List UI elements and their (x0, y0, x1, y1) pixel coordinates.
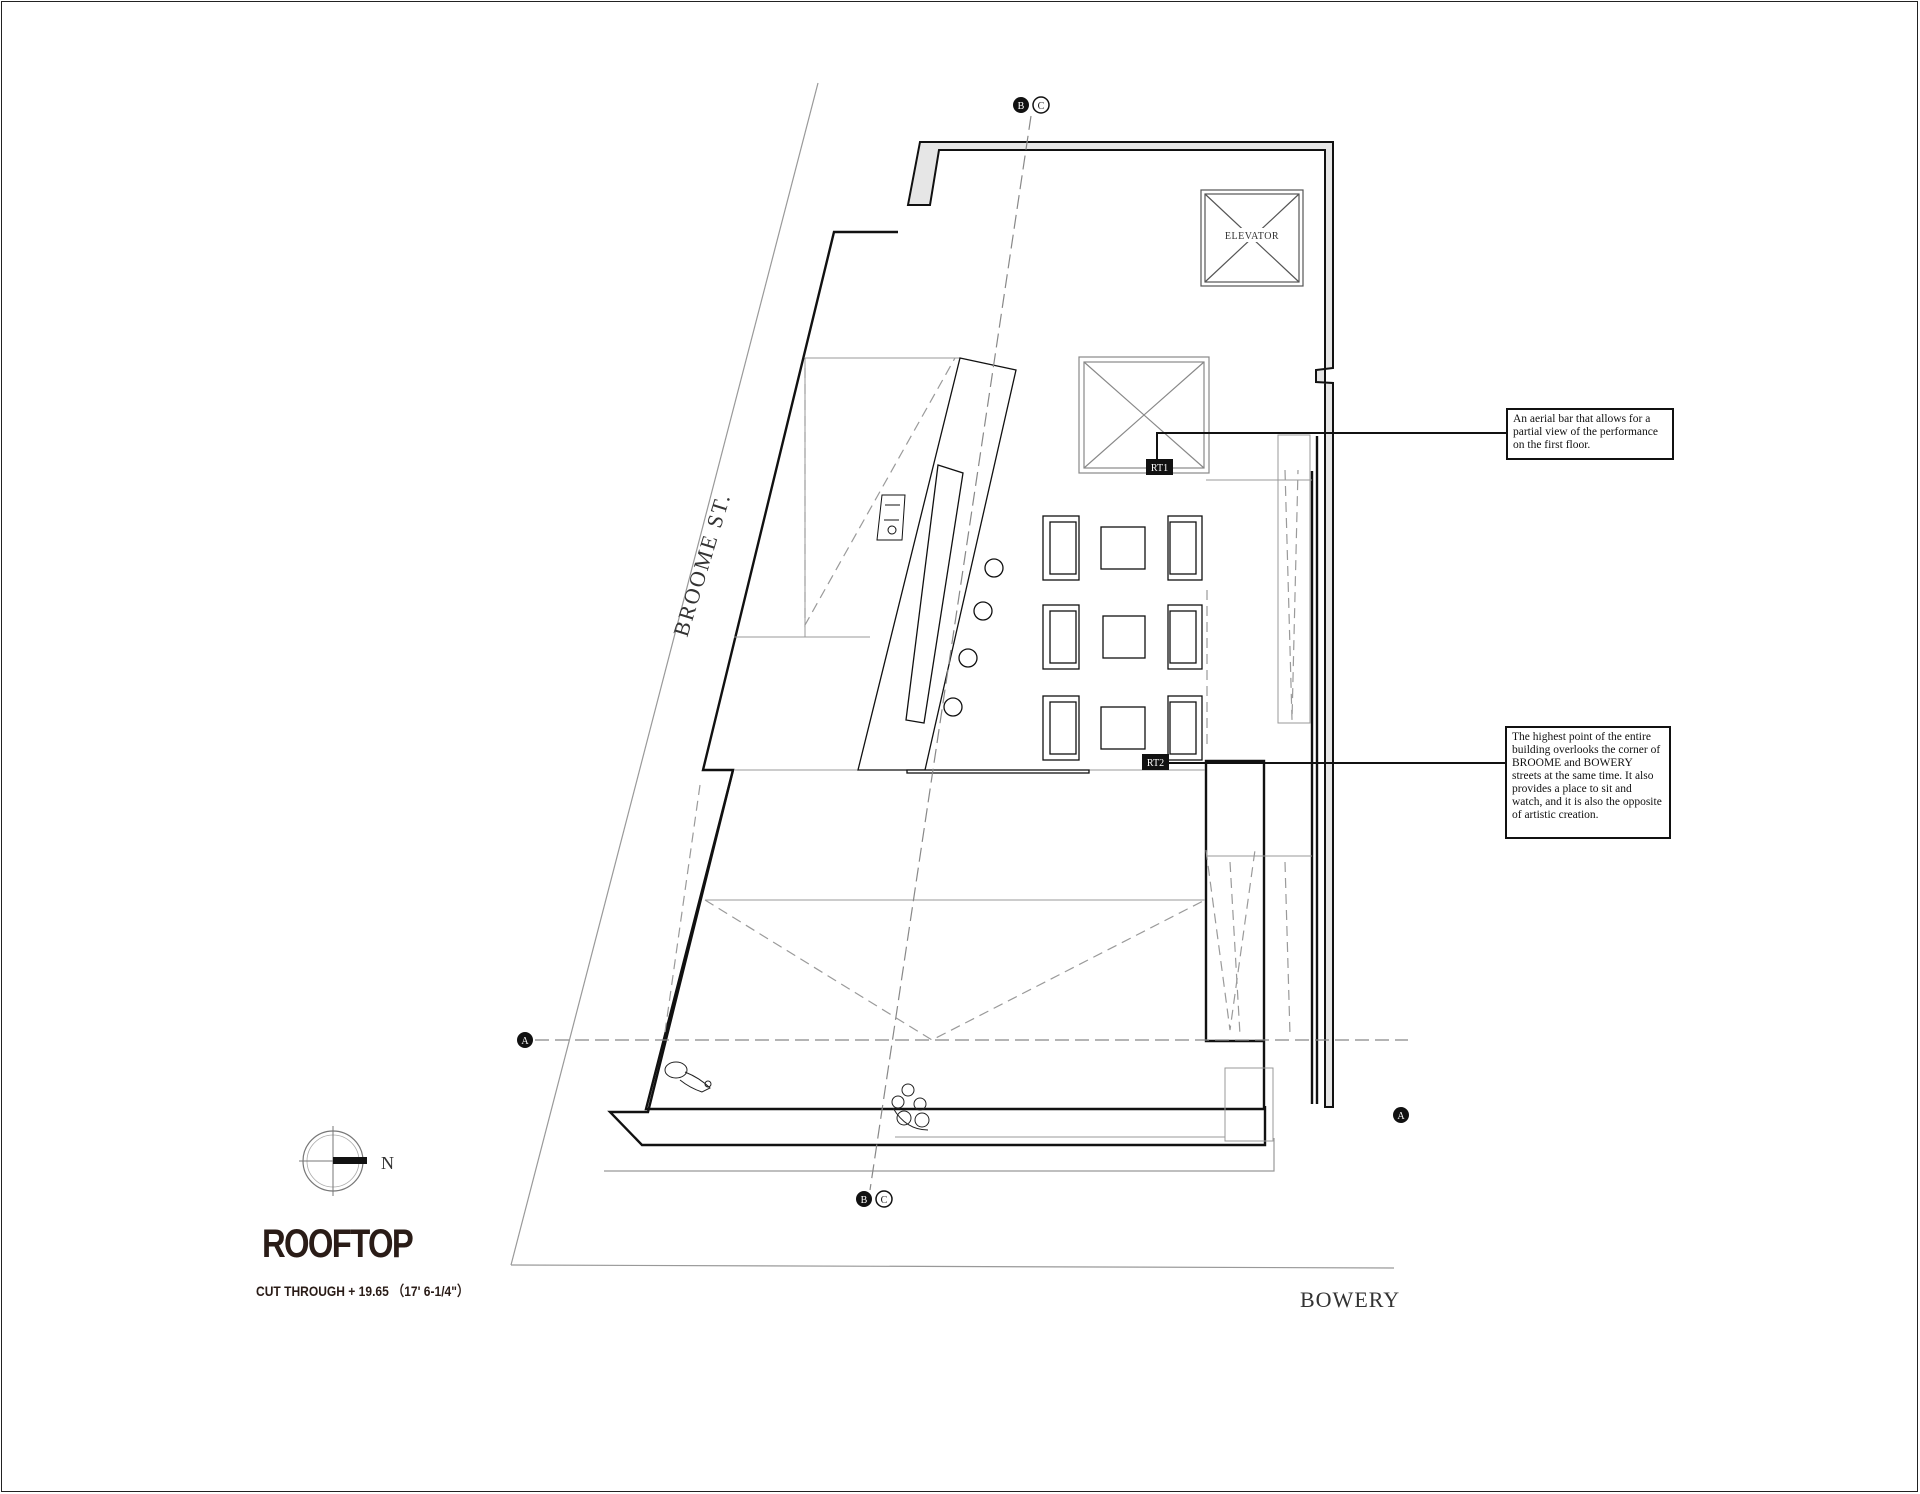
street-label-bowery: BOWERY (1300, 1287, 1401, 1312)
svg-text:RT1: RT1 (1151, 463, 1168, 474)
section-line-bc (869, 115, 1032, 1191)
north-compass: N (299, 1126, 394, 1196)
leader-rt1 (1156, 432, 1506, 460)
tag-rt2: RT2 (1142, 754, 1169, 770)
svg-text:N: N (381, 1153, 394, 1173)
drawing-subtitle: CUT THROUGH + 19.65 （17' 6-1/4"） (256, 1283, 469, 1299)
bar-top (905, 464, 964, 724)
drawing-title: ROOFTOP (262, 1222, 414, 1266)
coffee-table (1100, 706, 1146, 750)
sofa-east-1 (1167, 515, 1203, 581)
bowery-street-line (510, 1264, 1395, 1269)
north-arrow-icon (333, 1157, 367, 1164)
section-marker-bc-north: B C (1013, 96, 1050, 114)
skylight (1078, 356, 1210, 474)
note-rt2: The highest point of the entire building… (1505, 726, 1671, 839)
west-outline (607, 230, 1267, 1147)
broome-street-line (510, 82, 819, 1266)
section-marker-a-east: A (1393, 1107, 1409, 1123)
site-boundary (510, 82, 1395, 1269)
coffee-table (1100, 526, 1146, 570)
svg-text:B: B (1018, 101, 1025, 112)
section-lines (535, 115, 1408, 1191)
leader-lines (1156, 432, 1506, 764)
section-marker-a-west: A (517, 1032, 533, 1048)
building-outline (607, 230, 1319, 1147)
tag-rt1: RT1 (1146, 459, 1173, 475)
sofa-west-3 (1042, 695, 1080, 761)
person-group (891, 1083, 930, 1131)
lower-platform (644, 759, 1266, 1111)
roof-fold-lines (664, 357, 1299, 1041)
interior-lines (705, 357, 1312, 1142)
person-seated (664, 1061, 712, 1093)
svg-text:C: C (881, 1195, 888, 1206)
east-wall (906, 141, 1334, 1108)
svg-text:RT2: RT2 (1147, 758, 1164, 769)
elevator-label: ELEVATOR (1225, 231, 1279, 242)
elevator: ELEVATOR (1200, 189, 1304, 287)
coffee-table (1102, 615, 1146, 659)
sofa-east-3 (1167, 695, 1203, 761)
svg-text:A: A (521, 1036, 529, 1047)
note-rt1: An aerial bar that allows for a partial … (1506, 408, 1674, 460)
sofa-west-2 (1042, 604, 1080, 670)
section-marker-bc-south: B C (856, 1190, 893, 1208)
bar-stool (958, 648, 978, 668)
svg-text:C: C (1038, 101, 1045, 112)
bar-stool (973, 601, 993, 621)
sofa-east-2 (1167, 604, 1203, 670)
svg-text:B: B (861, 1195, 868, 1206)
people-figures (664, 1061, 930, 1131)
bar-stool (984, 558, 1004, 578)
lounge-seating (1042, 515, 1203, 761)
svg-text:A: A (1397, 1111, 1405, 1122)
bartender-figure (876, 494, 906, 541)
bar-counter (857, 357, 1090, 774)
bar-stool (943, 697, 963, 717)
site-offset-line (604, 1138, 1275, 1172)
sofa-west-1 (1042, 515, 1080, 581)
